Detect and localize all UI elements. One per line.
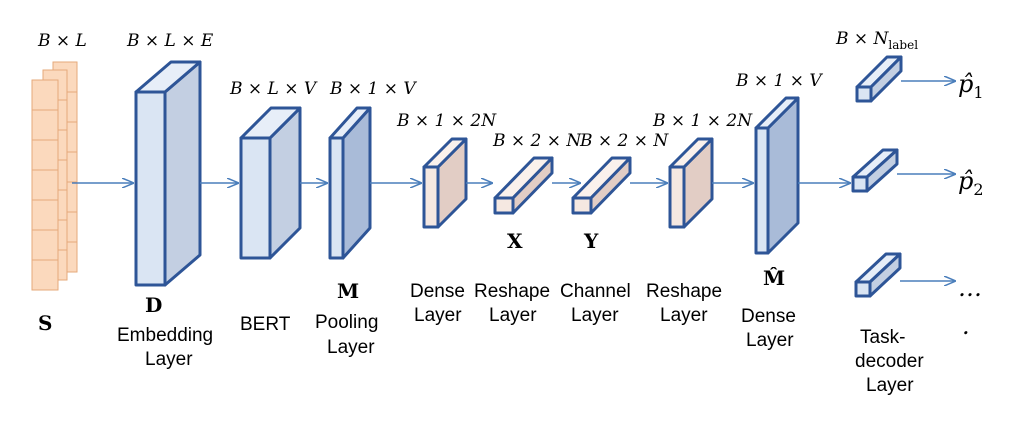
dense1-dim-label: B × 1 × 2N <box>396 111 497 131</box>
channel-dim-label: B × 2 × N <box>579 131 669 151</box>
reshape1-dim-label: B × 2 × N <box>492 131 582 151</box>
dense-block-1 <box>422 137 468 229</box>
input-grid-front <box>31 79 59 291</box>
dense1-label-1: Dense <box>410 281 465 302</box>
embedding-dim-label: B × L × E <box>126 31 214 51</box>
dense2-label-2: Layer <box>746 330 794 351</box>
reshape1-label-1: Reshape <box>474 281 550 302</box>
bert-block <box>239 106 302 260</box>
pooling-dim-label: B × 1 × V <box>329 79 417 99</box>
dense2-symbol-mhat: M̂ <box>763 266 785 290</box>
input-symbol-s: S <box>38 311 52 335</box>
reshape2-dim-label: B × 1 × 2N <box>652 111 753 131</box>
output-p2: p̂2 <box>958 167 984 199</box>
reshape-block-2 <box>668 137 714 229</box>
embedding-label-2: Layer <box>145 349 193 370</box>
reshape1-symbol-x: X <box>507 229 523 253</box>
dense-block-2 <box>754 96 800 255</box>
embedding-label-1: Embedding <box>117 325 213 346</box>
pooling-label-2: Layer <box>327 337 375 358</box>
bert-label: BERT <box>240 314 291 335</box>
pooling-symbol-m: M <box>337 279 359 303</box>
reshape2-label-2: Layer <box>660 305 708 326</box>
task-decoder-label-1: Task- <box>860 327 905 348</box>
flow-arrows <box>72 81 955 281</box>
reshape1-label-2: Layer <box>489 305 537 326</box>
pooling-block <box>328 106 372 260</box>
output-p1: p̂1 <box>958 70 984 102</box>
reshape2-label-1: Reshape <box>646 281 722 302</box>
dense2-label-1: Dense <box>741 306 796 327</box>
channel-block <box>571 156 632 215</box>
reshape-block-1 <box>493 156 554 215</box>
channel-symbol-y: Y <box>583 229 599 253</box>
channel-label-1: Channel <box>560 281 631 302</box>
output-ellipsis: … <box>958 274 982 302</box>
task-decoder-block-2 <box>851 148 899 193</box>
channel-label-2: Layer <box>571 305 619 326</box>
task-decoder-label-3: Layer <box>866 375 914 396</box>
task-decoder-block-1 <box>855 55 903 103</box>
task-decoder-block-3 <box>854 252 902 298</box>
embedding-block <box>134 60 202 287</box>
bert-dim-label: B × L × V <box>229 79 318 99</box>
task-decoder-label-2: decoder <box>855 351 924 372</box>
input-tensor-stack <box>31 61 78 291</box>
input-dim-label: B × L <box>37 31 87 51</box>
output-dot: . <box>962 312 970 340</box>
task-decoder-dim-label: B × Nlabel <box>835 29 918 52</box>
dense2-dim-label: B × 1 × V <box>735 71 823 91</box>
pooling-label-1: Pooling <box>315 312 378 333</box>
dense1-label-2: Layer <box>414 305 462 326</box>
embedding-symbol-d: D <box>145 293 162 317</box>
